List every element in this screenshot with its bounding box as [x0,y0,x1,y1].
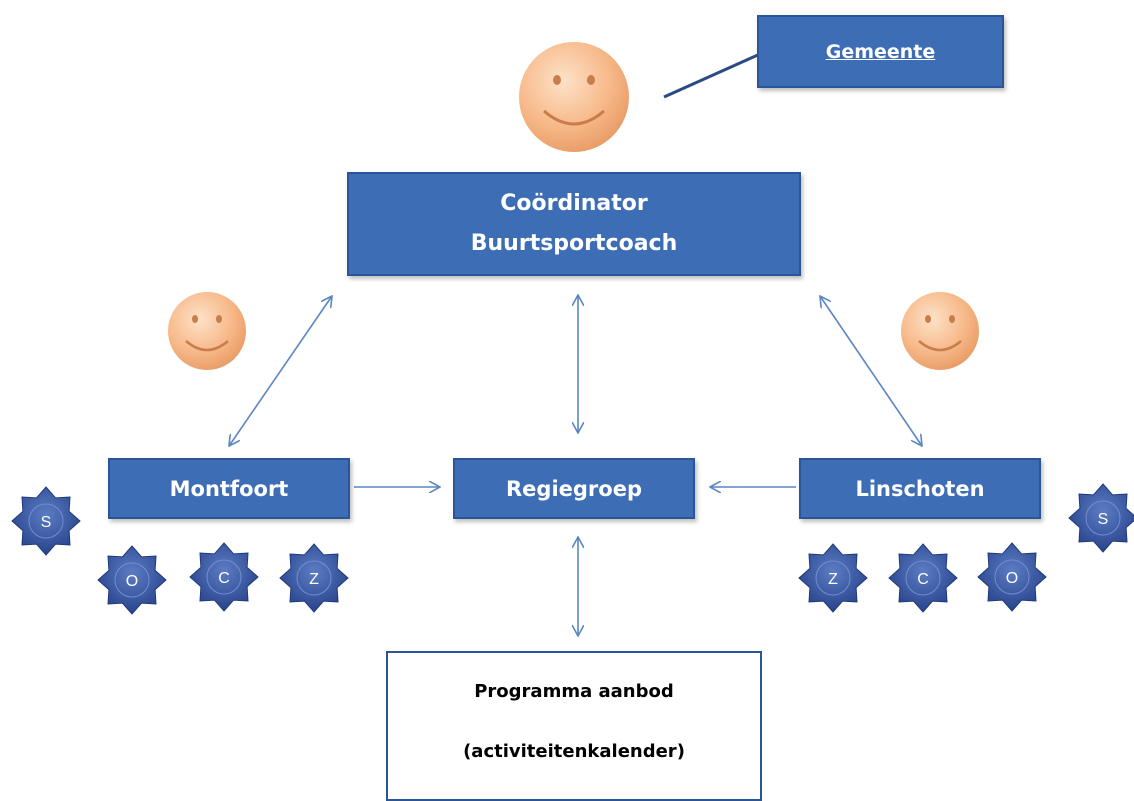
regiegroep-label: Regiegroep [506,476,642,501]
gemeente-connector-line [663,52,761,99]
badge-label: Z [828,571,838,588]
badge-label: S [41,514,52,531]
arrow-linschoten-coordinator [820,296,922,446]
badge-label: C [917,571,929,588]
regiegroep-box: Regiegroep [453,458,695,519]
gemeente-box: Gemeente [757,15,1004,88]
programma-title: Programma aanbod [474,681,674,702]
star-badge-icon: S [1068,483,1134,553]
star-badge-icon: C [888,543,958,613]
linschoten-label: Linschoten [855,476,985,501]
star-badge-icon: Z [798,543,868,613]
star-badge-icon: O [97,545,167,615]
star-badge-icon: Z [279,543,349,613]
badge-label: O [126,573,138,590]
star-badge-icon: S [11,486,81,556]
coordinator-box: Coördinator Buurtsportcoach [347,172,801,276]
badge-label: O [1006,570,1018,587]
programma-box: Programma aanbod (activiteitenkalender) [386,651,762,801]
coordinator-title: Coördinator [500,191,648,216]
star-badge-icon: O [977,542,1047,612]
badge-label: C [218,570,230,587]
gemeente-label: Gemeente [825,40,936,63]
linschoten-box: Linschoten [799,458,1041,519]
star-badge-icon: C [189,542,259,612]
smiley-icon [901,292,979,370]
programma-subtitle: (activiteitenkalender) [463,741,685,762]
arrow-montfoort-coordinator [229,296,332,446]
smiley-icon [519,42,629,152]
montfoort-box: Montfoort [108,458,350,519]
coordinator-subtitle: Buurtsportcoach [470,231,678,256]
badge-label: S [1098,511,1109,528]
smiley-icon [168,292,246,370]
badge-label: Z [309,571,319,588]
montfoort-label: Montfoort [169,476,289,501]
